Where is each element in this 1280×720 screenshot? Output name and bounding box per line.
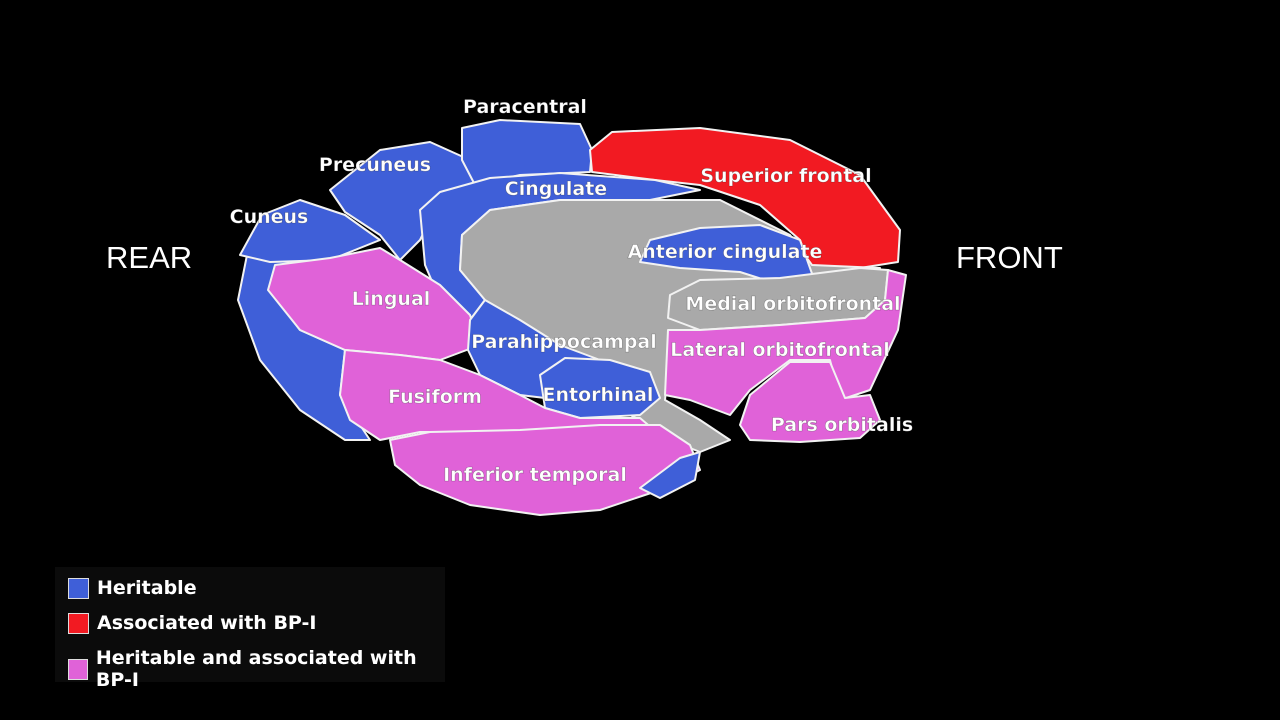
legend-swatch-red [68,612,89,634]
legend-swatch-blue [68,577,89,599]
label-pars-orbitalis: Pars orbitalis [771,414,913,436]
label-lateral-orbitofrontal: Lateral orbitofrontal [670,339,890,361]
region-temporal-pole-blue [639,451,701,499]
legend-swatch-pink [68,658,88,680]
legend-item-heritable: Heritable [68,577,197,599]
legend-item-associated: Associated with BP-I [68,612,316,634]
front-label: FRONT [956,240,1063,275]
label-inferior-temporal: Inferior temporal [443,464,627,486]
label-lingual: Lingual [352,288,431,310]
label-parahippocampal: Parahippocampal [471,331,657,353]
label-entorhinal: Entorhinal [543,384,654,406]
legend-label: Associated with BP-I [97,612,317,634]
region-pars-orbitalis [739,361,881,443]
region-cuneus [239,199,381,263]
label-medial-orbitofrontal: Medial orbitofrontal [685,293,900,315]
label-cuneus: Cuneus [230,206,309,228]
legend-label: Heritable and associated with BP-I [95,647,417,691]
label-superior-frontal: Superior frontal [700,165,871,187]
label-anterior-cingulate: Anterior cingulate [628,241,823,263]
label-paracentral: Paracentral [463,96,587,118]
label-cingulate: Cingulate [505,178,607,200]
label-fusiform: Fusiform [388,386,482,408]
legend-label: Heritable [97,577,197,599]
legend: Heritable Associated with BP-I Heritable… [55,567,445,691]
region-lateral-orbitofrontal [664,269,907,416]
region-paracentral [461,119,593,186]
legend-item-both: Heritable and associated with BP-I [68,647,445,691]
rear-label: REAR [106,240,193,275]
label-precuneus: Precuneus [319,154,431,176]
